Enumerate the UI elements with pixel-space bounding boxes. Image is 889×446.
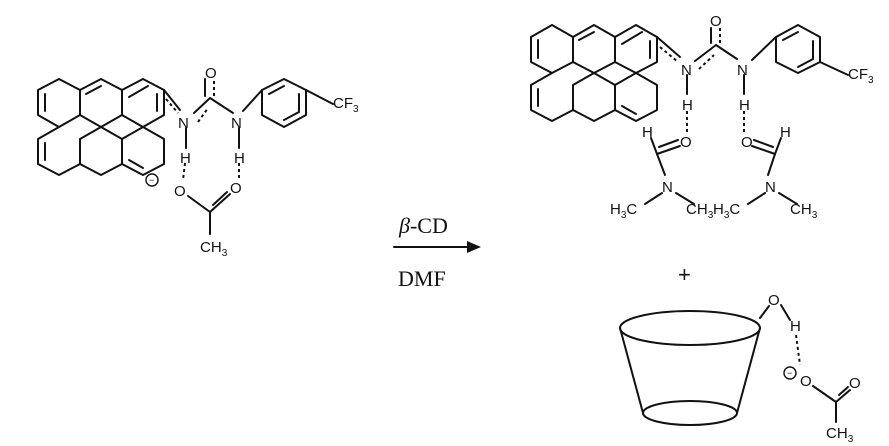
product-dmf-methyl-2: CH3: [686, 201, 714, 221]
reactant-nh-h-right: H: [234, 150, 245, 167]
reactant-cf3-label: CF3: [333, 95, 359, 115]
reactant-acetate-methyl: CH3: [200, 239, 228, 259]
reactant-acetate-charge: −: [149, 175, 154, 185]
product-aryl-cf3: [775, 24, 849, 76]
cyclodextrin-hydroxyl-h: H: [790, 318, 801, 335]
product-dmf-h-right: H: [780, 124, 791, 141]
product-dmf-left: [644, 137, 695, 205]
reactant-aryl-cf3: [261, 78, 334, 128]
product-carbonyl-o: O: [710, 13, 722, 30]
product-dmf-o-left: O: [680, 134, 692, 151]
product-amide-n-right: N: [737, 62, 748, 79]
cd-acetate-charge: −: [787, 368, 792, 378]
product-complex: N N O H H O O H H N N H3C CH3 H3C CH3 CF…: [530, 13, 874, 221]
product-dmf-methyl-1: H3C: [610, 201, 637, 221]
cyclodextrin-hydroxyl-o: O: [768, 292, 780, 309]
reactant-nh-h-left: H: [180, 150, 191, 167]
cd-acetate-o-carbonyl: O: [849, 375, 861, 392]
reactant-acetate-o-anion: O: [174, 183, 186, 200]
product-nh-h-right: H: [739, 97, 750, 114]
product-pyrene: [530, 24, 658, 122]
reaction-arrow-group: β-CD DMF: [393, 213, 481, 291]
product-urea: [656, 27, 777, 132]
product-dmf-methyl-3: H3C: [713, 201, 740, 221]
reaction-solvent: DMF: [398, 266, 446, 291]
product-dmf-methyl-4: CH3: [790, 201, 818, 221]
cyclodextrin-cup: [619, 310, 761, 426]
cd-acetate-methyl: CH3: [826, 425, 854, 445]
reactant-urea: [163, 78, 263, 181]
reactant-carbonyl-o: O: [205, 65, 217, 82]
product-amide-n-left: N: [681, 62, 692, 79]
product-dmf-h-left: H: [642, 124, 653, 141]
plus-sign: +: [678, 262, 691, 287]
product-cf3-label: CF3: [848, 66, 874, 86]
reactant-acetate: [145, 173, 231, 235]
product-dmf-right: [747, 137, 798, 205]
product-dmf-n-right: N: [765, 179, 776, 196]
reactant-pyrene: [37, 78, 165, 176]
cyclodextrin-acetate-complex: O H − O O CH3: [619, 292, 861, 445]
product-dmf-o-right: O: [741, 134, 753, 151]
reactant-complex: N N O H H − O O CH3 CF3: [37, 65, 359, 259]
reaction-arrowhead: [467, 241, 481, 253]
reactant-amide-n-left: N: [178, 115, 189, 132]
reaction-reagent: β-CD: [398, 213, 448, 238]
product-nh-h-left: H: [682, 97, 693, 114]
reactant-amide-n-right: N: [231, 115, 242, 132]
cd-acetate-o-anion: O: [800, 373, 812, 390]
product-dmf-n-left: N: [662, 179, 673, 196]
reactant-acetate-o-carbonyl: O: [230, 180, 242, 197]
